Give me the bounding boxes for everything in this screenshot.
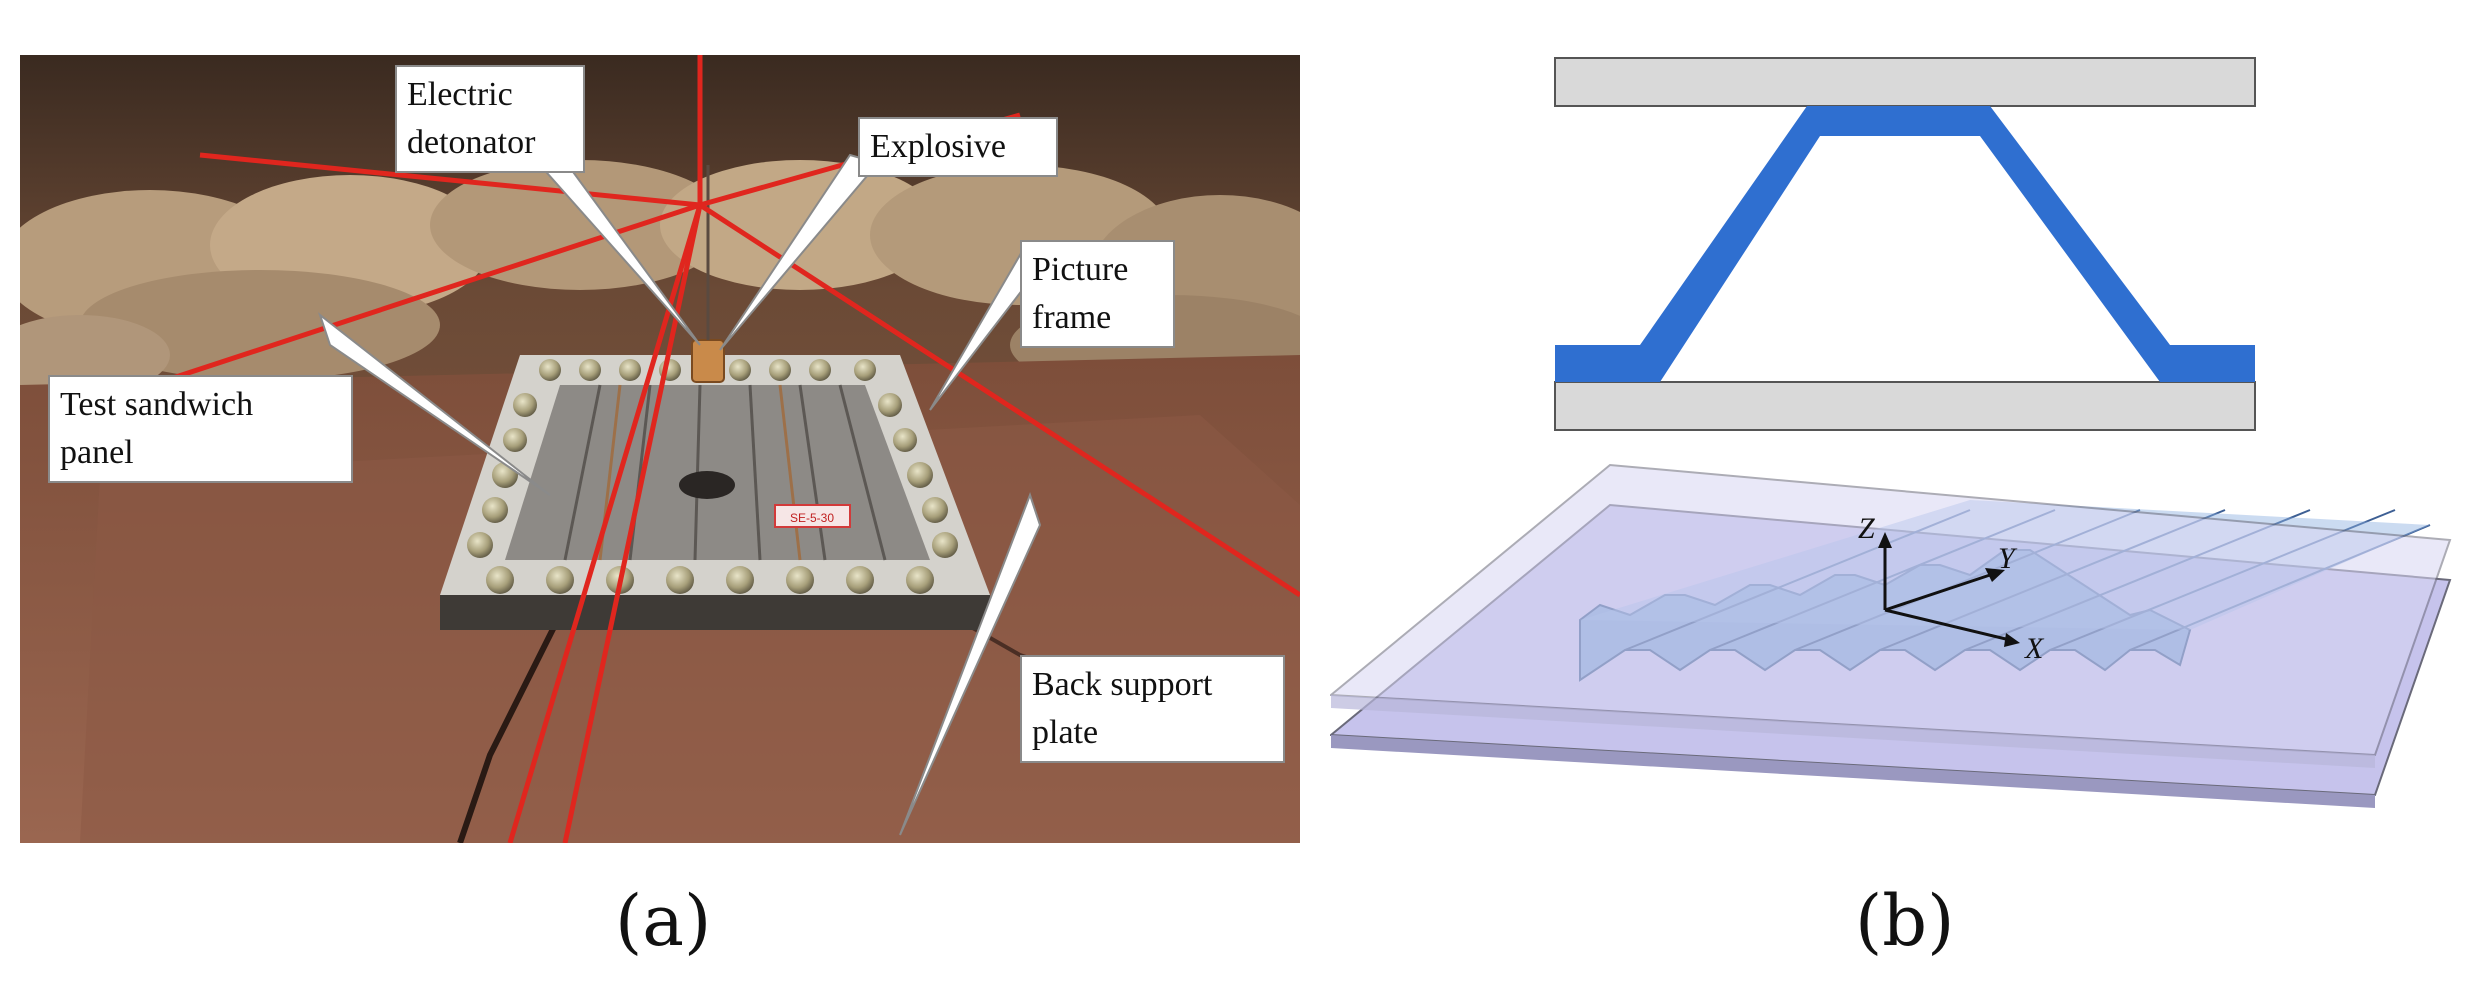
callout-pointers	[318, 153, 1042, 836]
callout-support-line1: Back support	[1032, 666, 1213, 703]
axis-y-label: Y	[1998, 542, 2018, 575]
callout-frame-line1: Picture	[1032, 251, 1129, 288]
callout-panel-line1: Test sandwich	[60, 386, 254, 423]
caption-b: (b)	[1855, 880, 1955, 962]
callout-panel-line2: panel	[60, 434, 134, 471]
specimen-tag-text: SE-5-30	[790, 511, 834, 525]
schematic-svg: Z Y X	[1328, 57, 2452, 808]
callout-electric-detonator: Electric detonator	[395, 65, 585, 173]
experiment-photo: SE-5-30	[20, 55, 1300, 843]
explosive-charge	[691, 339, 725, 383]
axis-z-label: Z	[1858, 512, 1875, 545]
callout-detonator-line2: detonator	[407, 124, 536, 161]
top-face-sheet	[1554, 57, 2256, 107]
unit-cell-cross-section	[1554, 57, 2256, 431]
callout-detonator-line1: Electric	[407, 76, 513, 113]
sandwich-schematic: Z Y X	[1328, 40, 2480, 840]
trapezoidal-core	[1555, 106, 2255, 382]
caption-a: (a)	[615, 880, 712, 962]
bottom-face-sheet	[1554, 381, 2256, 431]
axis-x-label: X	[2024, 632, 2045, 665]
callout-explosive: Explosive	[858, 117, 1058, 177]
callout-frame-line2: frame	[1032, 299, 1112, 336]
callout-back-support-plate: Back support plate	[1020, 655, 1285, 763]
callout-test-sandwich-panel: Test sandwich panel	[48, 375, 353, 483]
coordinate-axes: Z Y X	[1858, 512, 2045, 665]
callout-support-line2: plate	[1032, 714, 1099, 751]
specimen-tag	[774, 504, 851, 528]
callout-picture-frame: Picture frame	[1020, 240, 1175, 348]
sandwich-3d-model	[1328, 463, 2452, 808]
frame-edge	[440, 595, 990, 630]
callout-explosive-text: Explosive	[870, 128, 1006, 165]
